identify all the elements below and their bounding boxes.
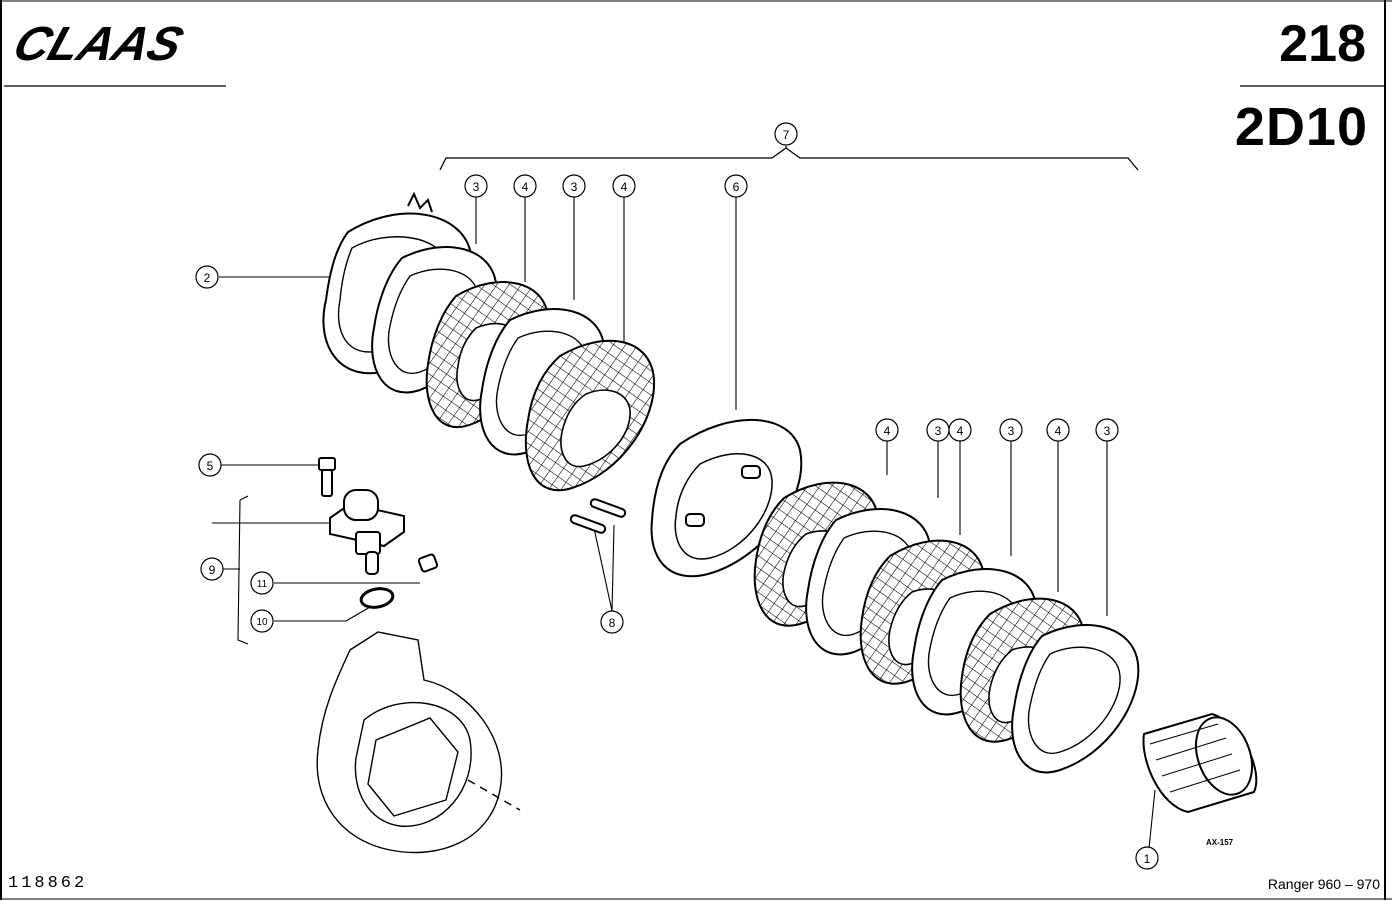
part-9-valve-assembly xyxy=(329,489,405,575)
callout-7: 7 xyxy=(774,122,798,146)
callout-8: 8 xyxy=(600,610,624,634)
part-11-plug xyxy=(417,553,439,573)
callout-4-label: 4 xyxy=(1055,424,1062,438)
brace-group-7 xyxy=(439,146,1139,171)
callout-4-label: 4 xyxy=(522,180,529,194)
part-4-friction-disc-2 xyxy=(524,339,656,492)
callout-5-label: 5 xyxy=(207,459,214,473)
callout-markers: 7 3 4 3 4 6 2 4 3 4 3 4 3 5 9 11 10 8 1 xyxy=(195,122,1159,870)
callout-1-label: 1 xyxy=(1144,852,1151,866)
callout-4d: 4 xyxy=(948,418,972,442)
figure-code: AX-157 xyxy=(1206,838,1234,847)
callout-3-label: 3 xyxy=(935,424,942,438)
callout-10: 10 xyxy=(250,609,274,633)
callout-4-label: 4 xyxy=(957,424,964,438)
callout-9-label: 9 xyxy=(209,563,216,577)
callout-4e: 4 xyxy=(1046,418,1070,442)
document-number: 118862 xyxy=(8,874,88,893)
leader-lines xyxy=(212,197,1156,849)
callout-4b: 4 xyxy=(612,174,636,198)
callout-3b: 3 xyxy=(562,174,586,198)
housing xyxy=(316,631,521,854)
callout-3-label: 3 xyxy=(571,180,578,194)
callout-3d: 3 xyxy=(999,418,1023,442)
callout-4a: 4 xyxy=(513,174,537,198)
claas-logo-text: CLAAS xyxy=(7,17,190,71)
callout-4-label: 4 xyxy=(884,424,891,438)
callout-3-label: 3 xyxy=(473,180,480,194)
callout-8-label: 8 xyxy=(609,616,616,630)
callout-6: 6 xyxy=(724,174,748,198)
callout-11: 11 xyxy=(250,571,274,595)
callout-11-label: 11 xyxy=(257,579,268,590)
callout-4c: 4 xyxy=(875,418,899,442)
page-number: 218 xyxy=(1279,15,1366,73)
part-3-steel-disc-5 xyxy=(1011,624,1140,774)
part-8-pins xyxy=(569,498,627,534)
claas-logo: CLAAS xyxy=(7,17,190,71)
callout-3-label: 3 xyxy=(1008,424,1015,438)
callout-3c: 3 xyxy=(926,418,950,442)
callout-5: 5 xyxy=(198,453,222,477)
callout-9: 9 xyxy=(200,557,224,581)
callout-3-label: 3 xyxy=(1104,424,1111,438)
model-label: Ranger 960 – 970 xyxy=(1267,876,1380,892)
callout-1: 1 xyxy=(1135,846,1159,870)
callout-10-label: 10 xyxy=(256,617,268,628)
callout-2: 2 xyxy=(195,265,219,289)
callout-4-label: 4 xyxy=(621,180,628,194)
part-1-splined-hub xyxy=(1142,712,1258,814)
part-5-screw xyxy=(318,457,336,497)
part-10-seal-ring xyxy=(359,587,395,609)
callout-7-label: 7 xyxy=(783,128,790,142)
callout-6-label: 6 xyxy=(733,180,740,194)
callout-3a: 3 xyxy=(464,174,488,198)
section-code: 2D10 xyxy=(1234,97,1368,157)
callout-2-label: 2 xyxy=(204,271,211,285)
callout-3e: 3 xyxy=(1095,418,1119,442)
